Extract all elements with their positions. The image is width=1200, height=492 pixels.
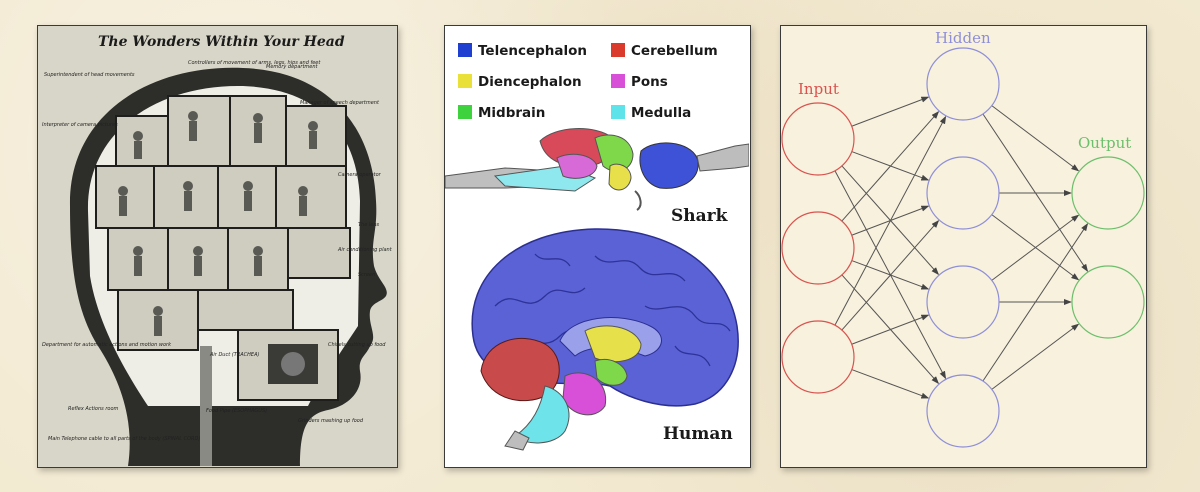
callout-label: The lens — [358, 222, 380, 228]
callout-label: Air conditioning plant — [337, 247, 393, 253]
hidden-neuron — [926, 374, 1000, 448]
connection-arrow — [982, 222, 1089, 382]
legend-label: Pons — [631, 74, 668, 90]
connection-arrow — [841, 110, 940, 222]
legend: Telencephalon Cerebellum Diencephalon Po… — [458, 43, 718, 121]
callout-labels: Superintendent of head movements Control… — [42, 60, 393, 442]
brain-diagram: Telencephalon Cerebellum Diencephalon Po… — [445, 43, 749, 451]
input-neuron — [781, 102, 855, 176]
output-layer-label: Output — [1078, 134, 1131, 152]
connection-arrow — [851, 314, 930, 345]
output-neuron — [1071, 156, 1145, 230]
callout-label: Memory department — [266, 64, 319, 70]
shark-brain — [445, 128, 749, 211]
connection-arrow — [991, 214, 1080, 281]
callout-label: Camera operator — [338, 172, 382, 178]
legend-swatch — [611, 105, 625, 119]
input-neuron — [781, 211, 855, 285]
legend-label: Telencephalon — [478, 43, 587, 59]
legend-label: Diencephalon — [478, 74, 582, 90]
connections — [834, 96, 1089, 399]
callout-label: Chisels cutting up food — [328, 342, 386, 348]
input-neuron — [781, 320, 855, 394]
callout-label: Department for automatic actions and mot… — [42, 342, 172, 348]
legend-swatch — [458, 74, 472, 88]
illustration-title: The Wonders Within Your Head — [98, 34, 345, 50]
callout-label: Food Pipe (ESOPHAGUS) — [206, 408, 267, 414]
callout-label: Main Telephone cable to all parts of the… — [48, 436, 200, 442]
human-brain — [471, 228, 739, 451]
neurons — [781, 47, 1145, 448]
output-neuron — [1071, 265, 1145, 339]
legend-swatch — [611, 43, 625, 57]
hidden-neuron — [926, 47, 1000, 121]
shark-label: Shark — [671, 206, 729, 226]
hidden-neuron — [926, 156, 1000, 230]
callout-label: Manager of speech department — [300, 100, 380, 106]
legend-label: Midbrain — [478, 105, 545, 121]
legend-swatch — [611, 74, 625, 88]
connection-arrow — [851, 96, 930, 127]
callout-label: Grinders mashing up food — [298, 418, 364, 424]
callout-label: Air Duct (TRACHEA) — [209, 352, 260, 358]
connection-arrow — [991, 323, 1080, 390]
legend-label: Cerebellum — [631, 43, 718, 59]
input-layer-label: Input — [798, 80, 839, 98]
connection-arrow — [834, 115, 947, 326]
connection-arrow — [851, 369, 930, 399]
hidden-layer-label: Hidden — [935, 29, 991, 47]
hidden-neuron — [926, 265, 1000, 339]
legend-label: Medulla — [631, 105, 691, 121]
connection-arrow — [991, 105, 1080, 172]
callout-label: Reflex Actions room — [68, 406, 119, 412]
callout-label: Interpreter of camera pictures — [42, 122, 118, 128]
callout-label: Superintendent of head movements — [44, 72, 135, 78]
brain-comparison-panel: Telencephalon Cerebellum Diencephalon Po… — [444, 25, 751, 468]
legend-swatch — [458, 105, 472, 119]
callout-label: Screen — [358, 272, 375, 278]
neural-network-diagram: Input Hidden Output — [781, 29, 1145, 448]
human-label: Human — [663, 424, 733, 444]
neural-network-panel: Input Hidden Output — [780, 25, 1147, 468]
head-illustration-panel: The Wonders Within Your Head — [37, 25, 398, 468]
callout-label: Controllers of movement of arms, legs, h… — [188, 60, 321, 66]
head-illustration: The Wonders Within Your Head — [38, 26, 396, 466]
connection-arrow — [841, 219, 940, 331]
legend-swatch — [458, 43, 472, 57]
